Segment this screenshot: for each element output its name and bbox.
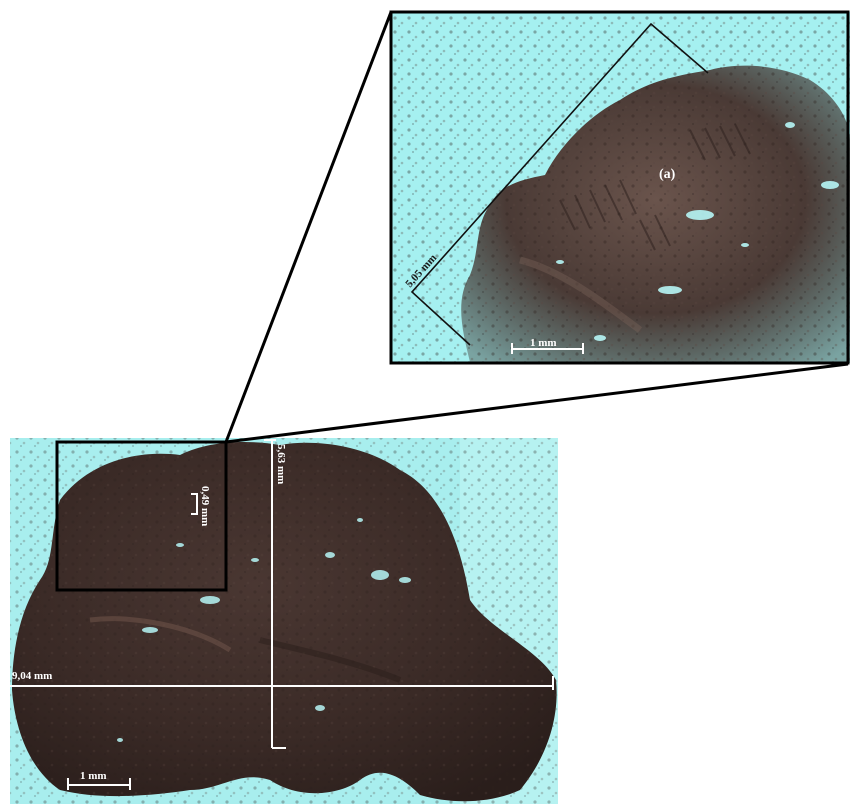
zoom-measurements — [410, 22, 709, 354]
zoom-connectors — [224, 11, 849, 444]
main-measurements — [10, 439, 554, 790]
mineral-flecks — [117, 518, 411, 742]
height-measure-label: 5,63 mm — [275, 444, 287, 484]
zoom-region-label: (a) — [659, 167, 676, 182]
main-photo: 9,04 mm 5,63 mm 0,49 mm 1 mm — [10, 438, 558, 804]
zoom-scale-bar-label: 1 mm — [530, 337, 557, 349]
width-measure-label: 9,04 mm — [12, 670, 52, 682]
main-scale-bar-label: 1 mm — [80, 770, 107, 782]
small-measure-bracket — [191, 493, 198, 515]
small-measure-label: 0,49 mm — [199, 486, 211, 526]
zoom-mineral-flecks — [556, 122, 839, 341]
zoom-photo: 5,05 mm (a) 1 mm — [389, 10, 850, 365]
diagonal-measure-box — [410, 22, 709, 346]
zoom-frame — [389, 10, 850, 365]
zoom-source-box — [55, 440, 228, 592]
